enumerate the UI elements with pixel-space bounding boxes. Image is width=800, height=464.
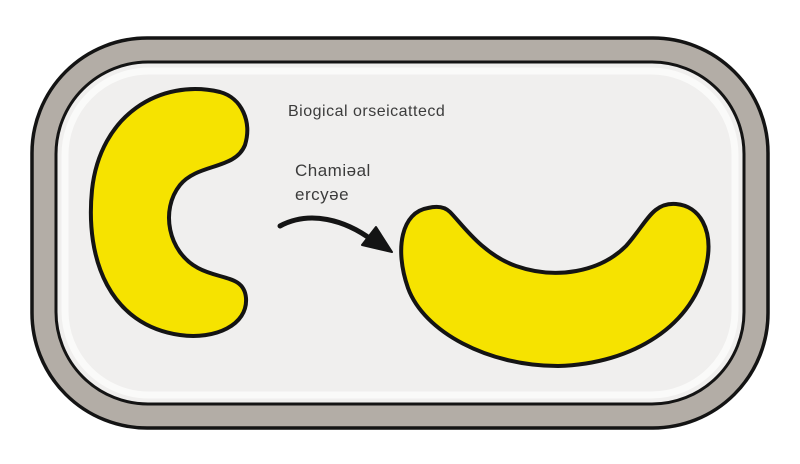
chemical-label-line2: ercyəe	[295, 185, 350, 204]
cell-interior-rim	[61, 67, 739, 399]
diagram-title: Biogical orseicattecd	[288, 103, 446, 120]
chemical-label-line1: Chamiəal	[295, 161, 371, 180]
enzyme-crescent-shape	[88, 87, 250, 338]
reaction-arrow-shaft	[277, 215, 375, 243]
reaction-arrow-head-icon	[361, 226, 393, 253]
product-curve-shape	[399, 201, 711, 368]
